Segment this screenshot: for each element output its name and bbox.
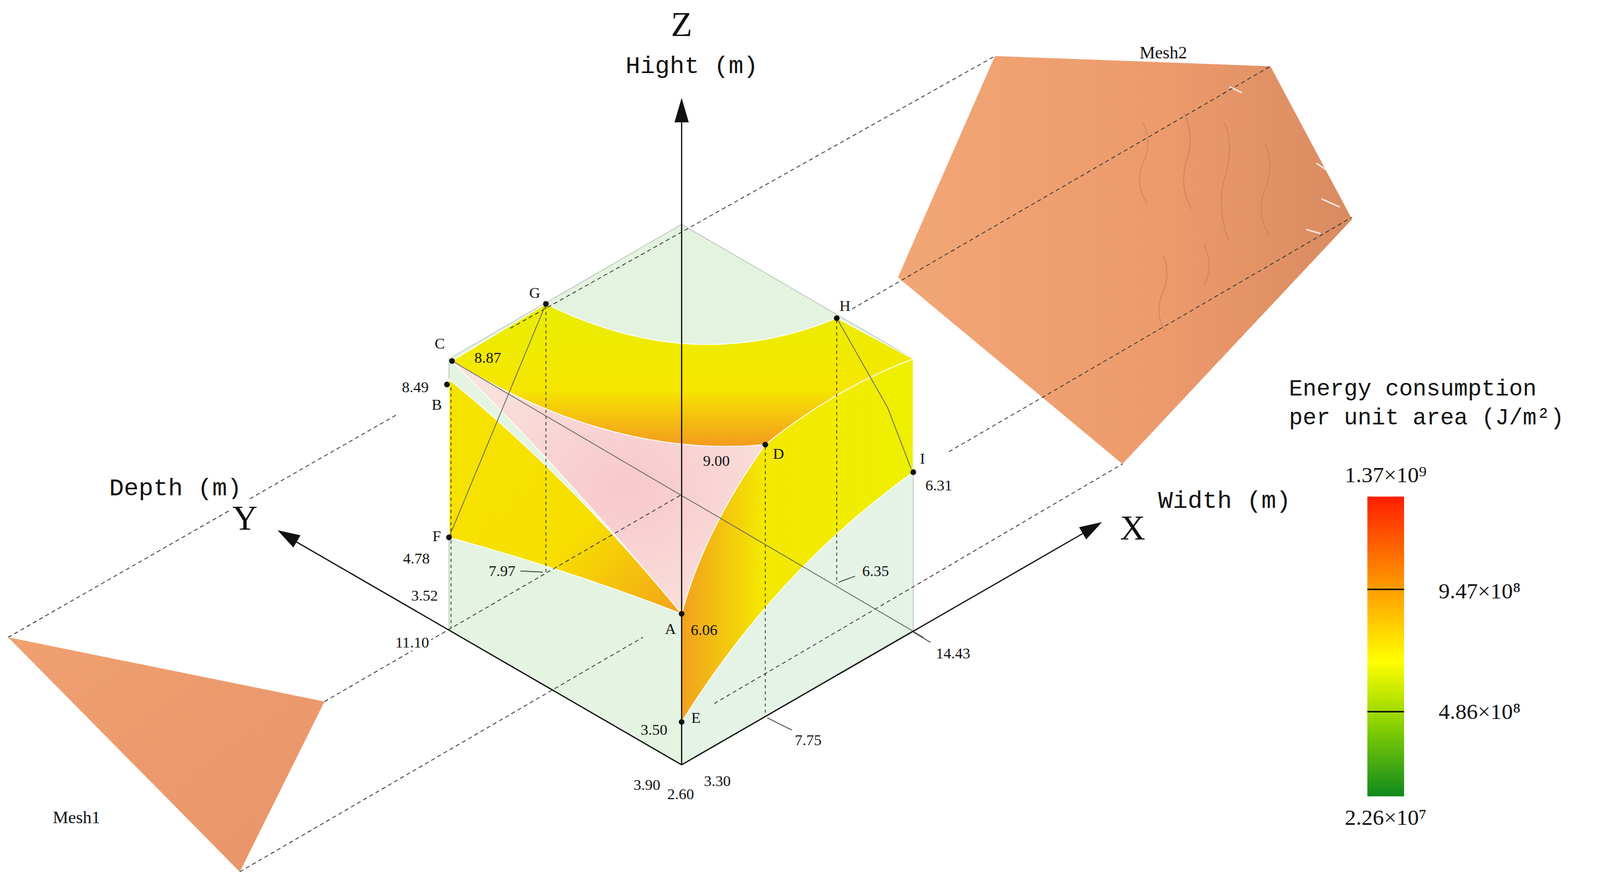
point-label: 9.00	[702, 452, 730, 470]
mesh-highlight	[1316, 163, 1332, 174]
point-label: 3.52	[408, 587, 440, 605]
scale-value: 4.86×10⁸	[1438, 699, 1521, 725]
projection-line	[510, 56, 995, 329]
mesh-ridge	[1261, 142, 1270, 235]
point-label: D	[773, 445, 785, 463]
dimension-lines	[450, 306, 837, 716]
z-axis	[681, 112, 683, 766]
mesh-highlight	[1229, 86, 1242, 93]
arrowhead	[277, 530, 301, 548]
point-label: 6.06	[690, 622, 718, 640]
points	[444, 301, 917, 726]
point-label: 2.60	[667, 786, 695, 804]
colorbar	[1367, 496, 1405, 797]
point-label: G	[529, 284, 541, 302]
trace-line	[449, 303, 547, 538]
point	[762, 442, 768, 448]
mesh-ridge	[1203, 245, 1209, 286]
mesh-ridge	[1221, 122, 1230, 240]
mesh-ridge	[1139, 122, 1148, 205]
point	[444, 381, 450, 387]
point-label: 14.43	[935, 645, 971, 663]
point-label: Mesh1	[52, 808, 101, 828]
point-label: F	[432, 528, 442, 546]
leader-lines	[520, 571, 931, 731]
point-label: 6.35	[862, 562, 889, 580]
scale-value: 2.26×10⁷	[1344, 806, 1427, 831]
dimension-line	[765, 446, 766, 716]
point-label: 11.10	[392, 634, 432, 652]
mesh-ridge	[1183, 112, 1192, 210]
mesh-highlight	[1321, 198, 1341, 207]
scale-value: 1.37×10⁹	[1344, 463, 1427, 488]
point	[833, 315, 840, 321]
dimension-line	[836, 320, 838, 585]
projection-line	[324, 494, 682, 702]
point	[446, 534, 452, 541]
projection-line	[8, 414, 398, 638]
axis-title: Hight (m)	[623, 54, 761, 82]
point-label: 4.78	[402, 550, 430, 568]
point-label: 8.49	[402, 379, 429, 397]
trace-line	[451, 361, 924, 638]
point	[910, 469, 916, 475]
point-label: 7.75	[795, 732, 822, 750]
edge-lines	[449, 303, 924, 638]
point-label: C	[434, 335, 446, 352]
y-axis	[294, 540, 683, 766]
mesh2-highlights	[1229, 86, 1340, 234]
axis-title: Depth (m)	[106, 475, 244, 504]
right-band	[681, 359, 913, 722]
leader-line	[838, 576, 856, 583]
point-label: 8.87	[474, 349, 501, 367]
point-label: B	[431, 396, 443, 414]
point	[542, 301, 549, 307]
projection-line	[714, 463, 1123, 704]
x-axis	[681, 531, 1087, 766]
projection-lines	[8, 56, 1353, 873]
point-label: 7.97	[488, 562, 516, 580]
mesh-ridge	[1159, 254, 1168, 332]
dimension-line	[545, 306, 547, 574]
arrowhead	[1078, 522, 1102, 540]
projection-line	[239, 637, 643, 873]
axis-letter: X	[1117, 509, 1148, 548]
mesh2-texture	[1139, 112, 1270, 332]
point-label: 3.30	[703, 772, 731, 790]
legend-title: Energy consumption per unit area (J/m²)	[1288, 375, 1588, 433]
point-label: 3.50	[640, 721, 668, 739]
left-band	[449, 379, 682, 614]
scale-value: 9.47×10⁸	[1438, 579, 1521, 605]
axis-title: Width (m)	[1155, 488, 1293, 516]
axis-letter: Y	[230, 498, 260, 537]
axes	[277, 97, 1103, 765]
leader-line	[913, 632, 931, 643]
leader-line	[520, 571, 543, 573]
point-label: E	[691, 709, 701, 727]
mesh2	[898, 56, 1353, 465]
mesh-highlight	[1305, 229, 1321, 234]
point	[449, 357, 455, 364]
point-label: Mesh2	[1139, 43, 1187, 63]
point-label: A	[664, 621, 676, 638]
axis-letter: Z	[671, 5, 693, 44]
point-label: 3.90	[633, 777, 661, 794]
point	[678, 719, 685, 725]
colorbar-tick	[1367, 588, 1405, 591]
mesh1	[8, 637, 325, 873]
projection-line	[851, 66, 1271, 309]
point	[678, 611, 685, 617]
leader-line	[767, 718, 792, 731]
point-label: H	[839, 297, 851, 315]
point-label: I	[920, 450, 925, 468]
point-label: 6.31	[925, 476, 953, 494]
colorbar-tick	[1367, 711, 1405, 713]
arrowhead	[674, 97, 689, 123]
dimension-line	[450, 387, 452, 629]
trace-line	[836, 318, 912, 470]
